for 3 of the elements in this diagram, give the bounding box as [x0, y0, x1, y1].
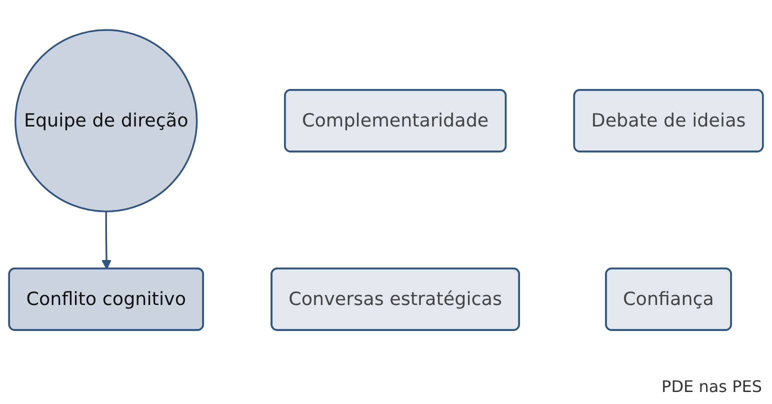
- node-circle: Equipe de direção: [14, 29, 198, 212]
- source-note: PDE nas PES: [662, 377, 762, 396]
- arrow: [102, 211, 112, 270]
